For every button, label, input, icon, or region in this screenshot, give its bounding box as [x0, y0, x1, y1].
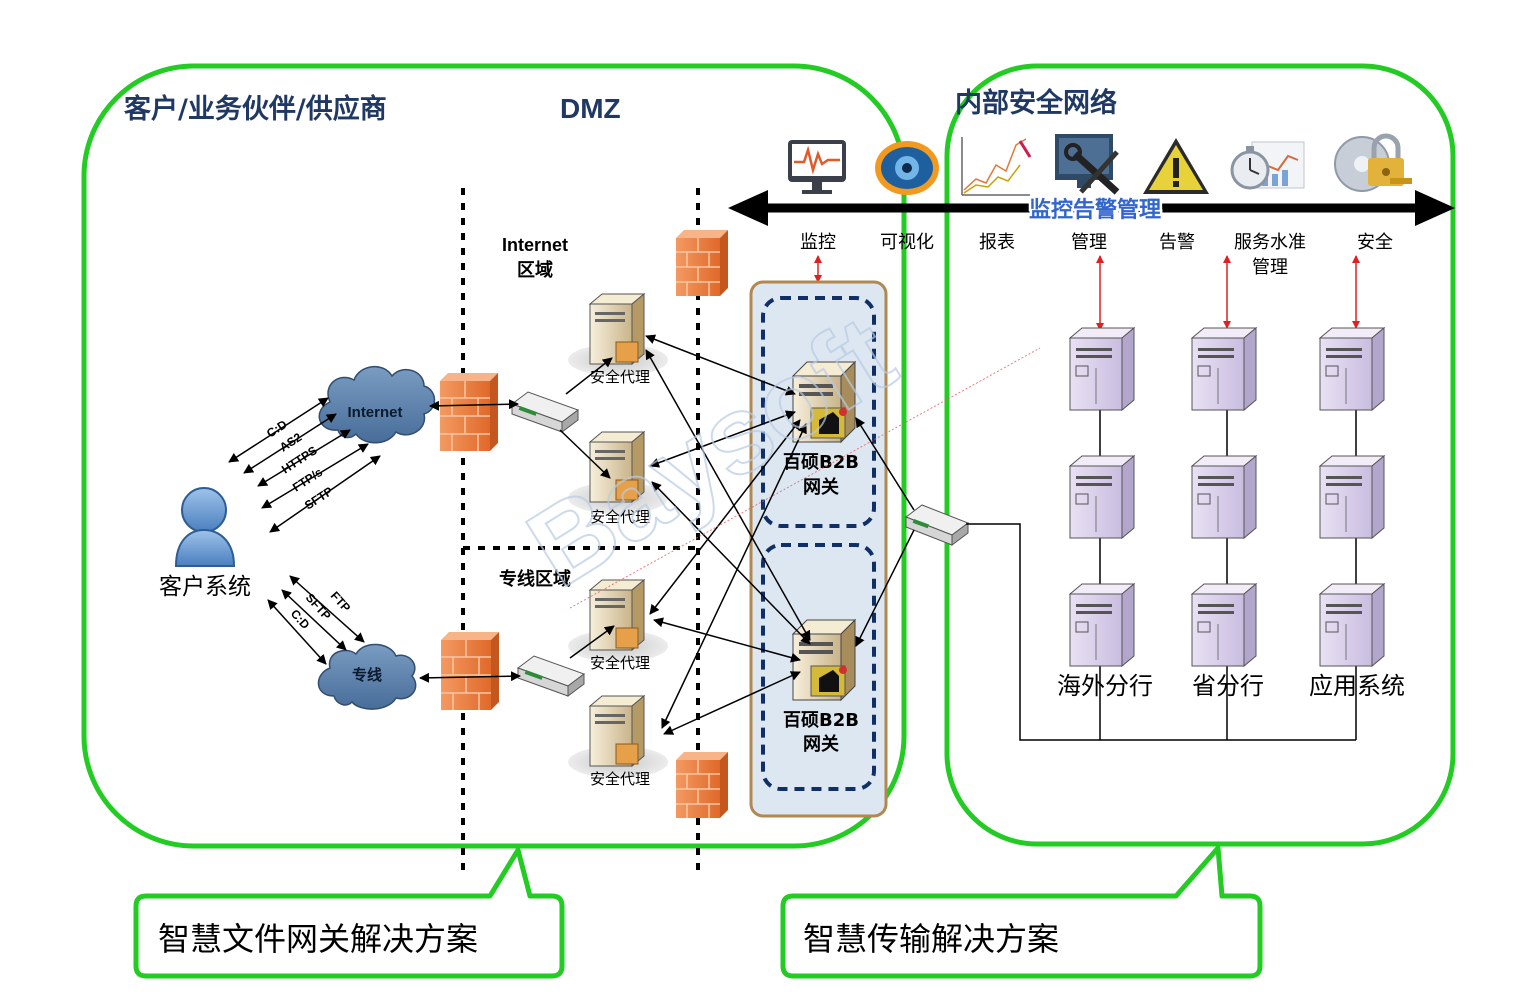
firewall-internet-icon: [440, 373, 498, 451]
firewall-leased-icon: [441, 632, 499, 710]
monitor-icon: [788, 140, 846, 194]
proxy-server-4: [568, 694, 668, 778]
stopwatch-icon: [1230, 141, 1305, 190]
gateway-top-label-2: 网关: [803, 476, 839, 498]
callout-right-text: 智慧传输解决方案: [803, 920, 1059, 958]
security-label: 安全: [1357, 232, 1393, 253]
internet-zone-label-2: 区域: [517, 259, 553, 281]
dmz-title: DMZ: [560, 93, 621, 124]
proxy-server-1: [568, 292, 668, 376]
internal-server-3-2: [1190, 582, 1258, 668]
warning-icon: [1143, 138, 1209, 194]
server-label-province: 省分行: [1192, 672, 1264, 700]
customer-region-title: 客户/业务伙伴/供应商: [124, 93, 387, 125]
switch-internet-icon: [510, 391, 580, 433]
switch-leased-icon: [516, 655, 586, 697]
monitoring-bar: [728, 190, 1455, 226]
proxy-label-2: 安全代理: [590, 508, 650, 526]
proxy-server-2: [568, 430, 668, 514]
leased-zone-label: 专线区域: [499, 568, 571, 590]
eye-icon: [875, 141, 939, 195]
internal-server-2-3: [1318, 454, 1386, 540]
firewall-dmz-bottom-icon: [676, 752, 728, 818]
monitor-label: 监控: [800, 232, 836, 253]
client-system-label: 客户系统: [159, 574, 251, 600]
internal-server-2-1: [1068, 454, 1136, 540]
visualize-label: 可视化: [880, 232, 934, 253]
server-label-overseas: 海外分行: [1057, 672, 1153, 700]
internal-server-2-2: [1190, 454, 1258, 540]
internal-server-1-2: [1190, 326, 1258, 412]
internal-server-1-3: [1318, 326, 1386, 412]
customer-dmz-region: [81, 63, 907, 849]
firewall-dmz-top-icon: [676, 230, 728, 296]
callout-left: [133, 847, 565, 979]
internal-server-3-1: [1068, 582, 1136, 668]
internal-network-region: [944, 63, 1456, 847]
gateway-bottom-label-2: 网关: [803, 733, 839, 755]
protocol-label-leased-cd: C:D: [288, 607, 313, 632]
gateway-bottom-label-1: 百硕B2B: [783, 710, 859, 731]
client-leased-protocol-arrows: [267, 575, 365, 665]
client-internet-protocol-arrows: [228, 397, 381, 533]
internal-server-3-3: [1318, 582, 1386, 668]
internal-servers: [1068, 326, 1386, 668]
report-label: 报表: [979, 232, 1015, 253]
proxy-label-1: 安全代理: [590, 368, 650, 386]
leased-line-cloud: [317, 643, 417, 710]
watermark-underline: [569, 347, 1041, 609]
callout-left-text: 智慧文件网关解决方案: [158, 920, 478, 958]
gateway-cluster-top: [761, 296, 876, 528]
internet-cloud: [318, 366, 436, 444]
proxy-label-3: 安全代理: [590, 654, 650, 672]
monitoring-bar-title: 监控告警管理: [1029, 197, 1161, 223]
internal-server-1-1: [1068, 326, 1136, 412]
gateway-server-bottom: [791, 618, 857, 702]
switch-internal-icon: [904, 504, 970, 546]
internal-region-title: 内部安全网络: [955, 87, 1117, 119]
alert-label: 告警: [1159, 232, 1195, 253]
internet-cloud-label: Internet: [347, 404, 402, 421]
tools-icon: [1055, 134, 1120, 195]
network-links: [419, 334, 1357, 741]
proxy-label-4: 安全代理: [590, 770, 650, 788]
internet-zone-label: Internet: [502, 235, 568, 255]
callout-right: [780, 845, 1263, 979]
client-person-icon: [174, 487, 236, 567]
server-label-app: 应用系统: [1309, 672, 1405, 700]
lock-icon: [1334, 133, 1412, 192]
chart-icon: [961, 137, 1032, 196]
manage-label: 管理: [1071, 232, 1107, 253]
proxy-server-3: [568, 578, 668, 662]
leased-cloud-label: 专线: [352, 666, 382, 684]
sla-label: 服务水准: [1234, 232, 1306, 253]
sla-label-2: 管理: [1252, 257, 1288, 278]
